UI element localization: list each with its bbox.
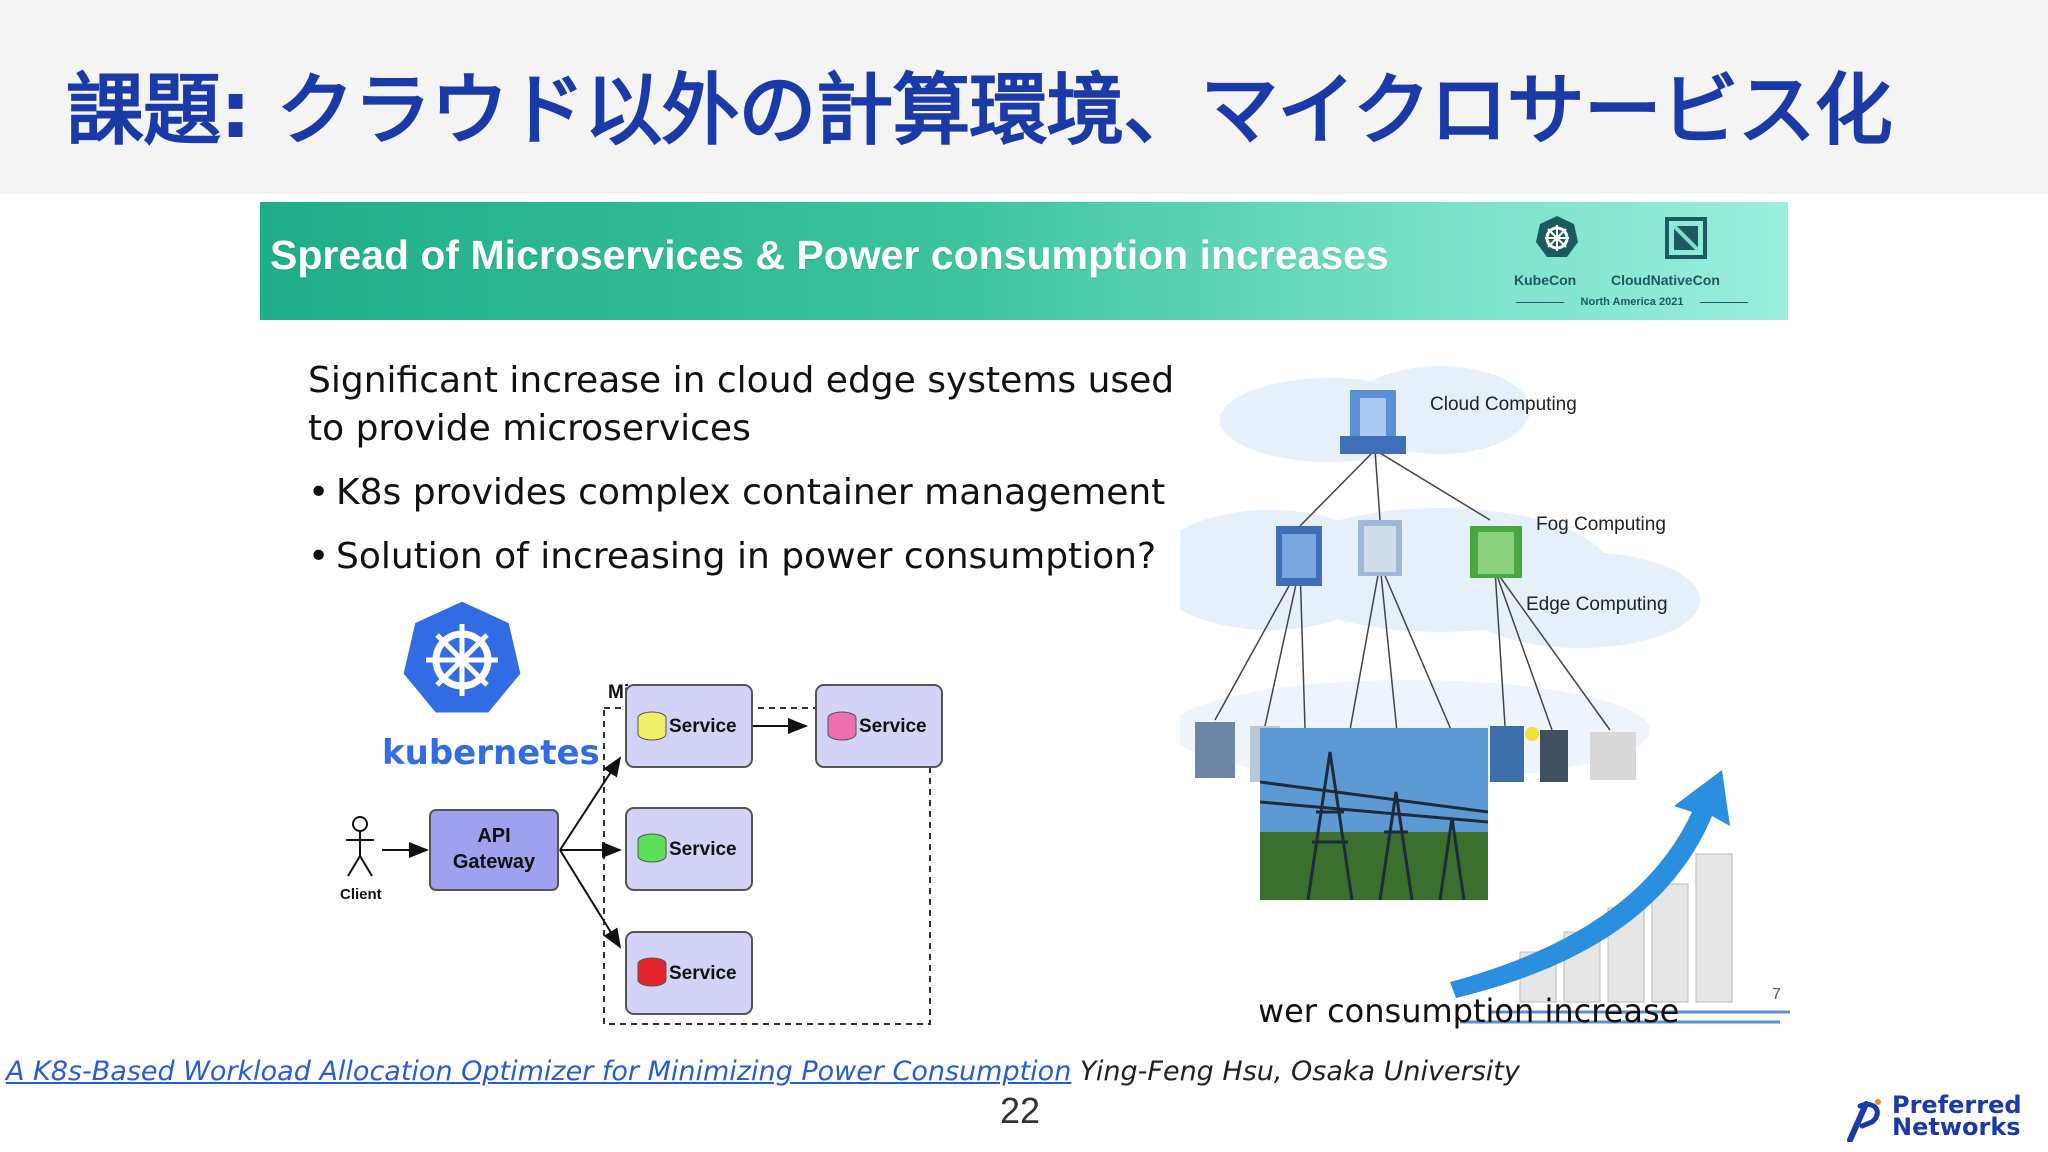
api-gateway-label-line1: API (477, 825, 510, 847)
preferred-networks-mark-icon (1847, 1099, 1881, 1142)
service-label: Service (669, 716, 737, 737)
client-label: Client (340, 886, 382, 903)
api-gateway-box (429, 809, 559, 891)
cloud-shape (1180, 366, 1700, 780)
bullet-dot: • (308, 536, 330, 577)
bar-growth-graphic (1450, 770, 1790, 1024)
bullet-item: •Solution of increasing in power consump… (308, 536, 1156, 577)
service-box: Service (625, 684, 753, 768)
power-consumption-image: power consumption increase (1260, 728, 1790, 1030)
source-author: Ying-Feng Hsu, Osaka University (1071, 1056, 1520, 1087)
cloud-datacenter-icon (1340, 390, 1406, 454)
fog-computing-label: Fog Computing (1536, 514, 1666, 535)
bullet-dot: • (308, 472, 330, 513)
kubernetes-wordmark: kubernetes (382, 733, 600, 773)
body-text-line-2: to provide microservices (308, 408, 751, 449)
fog-server-icon (1276, 520, 1522, 586)
service-label: Service (669, 963, 737, 984)
slide-banner-title: Spread of Microservices & Power consumpt… (270, 232, 1389, 278)
brand-line-2: Networks (1892, 1113, 2021, 1141)
slide-banner: Spread of Microservices & Power consumpt… (260, 202, 1788, 320)
cloudnativecon-icon (1665, 217, 1707, 259)
event-region-label: North America 2021 (1512, 296, 1752, 308)
power-consumption-caption: power consumption increase (1260, 992, 1679, 1030)
service-box: Service (625, 807, 753, 891)
page-number: 22 (1000, 1090, 1041, 1131)
bullet-text: K8s provides complex container managemen… (336, 472, 1166, 513)
cloudnativecon-label: CloudNativeCon (1611, 272, 1720, 288)
brand-line-1: Preferred (1892, 1091, 2022, 1119)
source-citation: A K8s-Based Workload Allocation Optimize… (6, 1056, 1520, 1087)
edge-computing-label: Edge Computing (1526, 594, 1668, 615)
source-paper-link[interactable]: A K8s-Based Workload Allocation Optimize… (6, 1056, 1072, 1087)
api-gateway-label-line2: Gateway (453, 851, 536, 873)
body-text-line-1: Significant increase in cloud edge syste… (308, 360, 1175, 401)
kubecon-logo-block: KubeCon CloudNativeCon North America 202… (1512, 210, 1752, 314)
growth-arrow (1450, 770, 1730, 998)
service-box: Service (625, 931, 753, 1015)
service-label: Service (859, 716, 927, 737)
client-actor-icon (346, 816, 374, 877)
service-box: Service (815, 684, 943, 768)
service-label: Service (669, 839, 737, 860)
microservices-group-box (603, 707, 931, 1025)
bullet-item: •K8s provides complex container manageme… (308, 472, 1165, 513)
embedded-slide: Spread of Microservices & Power consumpt… (260, 202, 1790, 1038)
microservice-architecture-diagram: kubernetes Client API Gateway Microservi… (340, 598, 943, 1025)
header-band (0, 0, 2048, 194)
bullet-text: Solution of increasing in power consumpt… (336, 536, 1157, 577)
cloud-fog-edge-diagram: Cloud Computing Fog Computing Edge Compu… (1180, 366, 1700, 782)
cloud-computing-label: Cloud Computing (1430, 394, 1577, 415)
kubecon-icon (1536, 216, 1578, 257)
kubernetes-logo-icon (400, 598, 524, 716)
slide-page-number: 7 (1772, 986, 1781, 1003)
page-title: 課題: クラウド以外の計算環境、マイクロサービス化 (66, 66, 1893, 156)
kubecon-label: KubeCon (1514, 272, 1577, 288)
